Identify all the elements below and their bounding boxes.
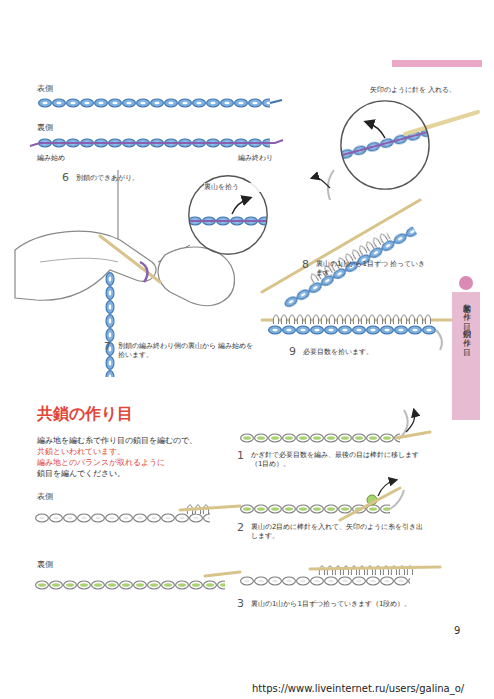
chain-vertical bbox=[104, 272, 116, 377]
caption-text: 裏側 bbox=[37, 560, 77, 570]
yarn bbox=[400, 410, 407, 438]
caption-text: 裏山の2目めに棒針を入れて、矢印のように糸を引き出します。 bbox=[251, 523, 426, 541]
side-tab: 基本的な作り目別鎖の作り目 bbox=[452, 292, 480, 420]
caption-text: 編み始め bbox=[37, 154, 97, 163]
tab-text: 基本的な作り目 bbox=[461, 298, 471, 316]
arrow bbox=[406, 410, 415, 432]
chain-body bbox=[188, 215, 270, 227]
zoom-detail bbox=[188, 198, 270, 227]
circle-border bbox=[189, 176, 267, 254]
knitting-needle bbox=[205, 572, 240, 576]
back-ridge-line bbox=[188, 220, 270, 222]
step-number: 2 bbox=[237, 521, 251, 535]
caption-text: 別鎖の編み終わり側の裏山から 編み始めを拾います。 bbox=[118, 342, 258, 360]
watermark: https://www.liveinternet.ru/users/galina… bbox=[252, 682, 492, 695]
chain-body bbox=[35, 579, 225, 591]
yarn bbox=[390, 490, 404, 509]
caption-text: 別鎖のできあがり。 bbox=[76, 174, 216, 183]
knitting-needle bbox=[340, 488, 400, 520]
caption-text: 表側 bbox=[37, 84, 77, 94]
circle-border bbox=[341, 101, 429, 189]
crochet-hook bbox=[405, 112, 478, 134]
right-hand bbox=[158, 247, 234, 306]
back-ridge-line bbox=[340, 130, 437, 156]
yarn-tail bbox=[270, 100, 282, 103]
chain-body bbox=[268, 324, 436, 336]
caption-text: 裏側 bbox=[37, 123, 77, 133]
step-number: 3 bbox=[237, 597, 251, 611]
picked-loops bbox=[272, 310, 432, 324]
knitting-needle bbox=[310, 567, 440, 569]
caption-text: 表側 bbox=[37, 492, 77, 502]
chain-back bbox=[35, 579, 225, 591]
caption-text: 裏山の1山から1目ずつ 拾っていきます。 bbox=[316, 260, 426, 278]
arrow bbox=[312, 177, 330, 188]
chain-front bbox=[35, 512, 210, 524]
circle-outline bbox=[340, 100, 430, 190]
left-hand bbox=[15, 231, 156, 300]
back-ridge-line bbox=[140, 262, 147, 282]
chain-body bbox=[240, 432, 400, 444]
caption-text: 共鎖といわれています。 bbox=[37, 447, 247, 457]
caption-text: 裏山の1山から1目ずつ拾っていきます（1段め）。 bbox=[251, 600, 446, 609]
knitting-needle bbox=[396, 432, 430, 438]
loops bbox=[272, 310, 432, 324]
section-heading: 共鎖の作り目 bbox=[37, 404, 207, 425]
callout-text: 矢印のように針を 入れる。 bbox=[370, 86, 458, 95]
back-ridge-line bbox=[30, 140, 283, 146]
band-dot bbox=[459, 276, 473, 290]
chain-back bbox=[240, 432, 400, 444]
finger-line bbox=[40, 258, 118, 262]
knitting-needle bbox=[180, 506, 240, 510]
step-number: 8 bbox=[302, 258, 316, 272]
chain-body bbox=[38, 97, 270, 109]
caption-text: 鎖目を編んでください。 bbox=[37, 469, 247, 479]
caption-text: 編み地を編む糸で作り目の鎖目を編むので、 bbox=[37, 436, 247, 446]
header-bar bbox=[392, 60, 482, 67]
caption-text: 編み地とのバランスが取れるように bbox=[37, 458, 247, 468]
caption-text: 必要目数を拾います。 bbox=[303, 348, 433, 357]
arrow bbox=[366, 122, 385, 138]
step-number: 7 bbox=[104, 340, 118, 354]
chain-body bbox=[240, 575, 410, 587]
arrow bbox=[232, 198, 250, 214]
chain-body bbox=[104, 272, 116, 377]
chain-front bbox=[38, 97, 270, 109]
chain-front bbox=[240, 575, 410, 587]
callout-circle: 裏山を拾う bbox=[188, 175, 268, 255]
chain-body bbox=[35, 512, 210, 524]
yarn bbox=[436, 330, 442, 350]
chain-horizontal bbox=[268, 324, 436, 336]
yarn bbox=[328, 170, 334, 200]
caption-text: 編み終わり bbox=[238, 154, 298, 163]
arrow bbox=[378, 480, 396, 496]
tab-text: 別鎖の作り目 bbox=[461, 324, 471, 342]
callout-circle: 矢印のように針を 入れる。 bbox=[340, 100, 430, 190]
step-number: 6 bbox=[62, 171, 76, 185]
caption-text: かぎ針で必要目数を編み、最後の目は棒針に移します（1目め）。 bbox=[251, 451, 426, 469]
page-number: 9 bbox=[454, 624, 472, 637]
callout-text: 裏山を拾う bbox=[204, 183, 266, 192]
step-number: 9 bbox=[289, 345, 303, 359]
step-number: 1 bbox=[237, 449, 251, 463]
